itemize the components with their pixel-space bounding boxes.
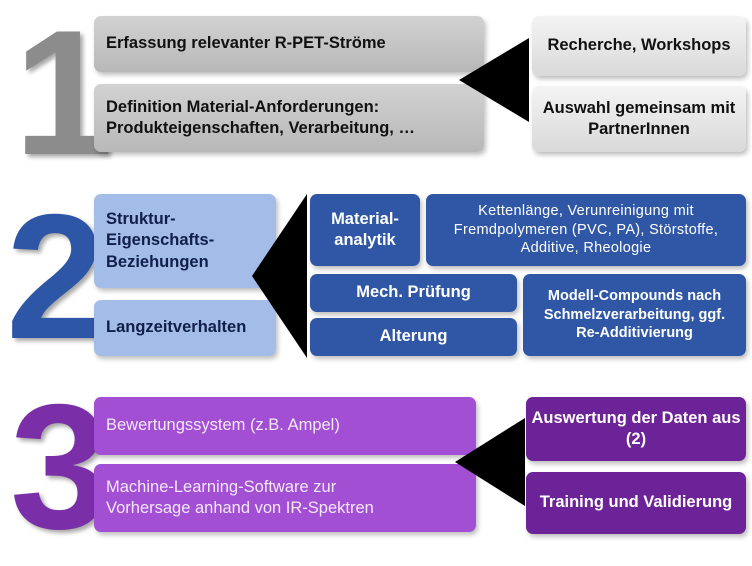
- step1-box-erfassung: Erfassung relevanter R-PET-Ströme: [94, 16, 484, 72]
- step3-arrow: [455, 418, 525, 506]
- step1-box-auswahl: Auswahl gemeinsam mit PartnerInnen: [532, 86, 746, 152]
- step2-box-modell-compounds: Modell-Compounds nach Schmelzverarbeitun…: [523, 274, 746, 356]
- step1-box-definition: Definition Material-Anforderungen: Produ…: [94, 84, 484, 152]
- step2-box-struktur: Struktur-Eigenschafts-Beziehungen: [94, 194, 276, 288]
- step2-arrow: [252, 194, 307, 358]
- step3-box-auswertung: Auswertung der Daten aus (2): [526, 397, 746, 461]
- step2-box-langzeit: Langzeitverhalten: [94, 300, 276, 356]
- step3-box-machine-learning: Machine-Learning-Software zur Vorhersage…: [94, 464, 476, 532]
- step2-box-materialanalytik-detail: Kettenlänge, Verunreinigung mit Fremdpol…: [426, 194, 746, 266]
- step1-box-recherche: Recherche, Workshops: [532, 16, 746, 76]
- step-number-2: 2: [6, 177, 105, 376]
- step2-box-alterung: Alterung: [310, 318, 517, 356]
- step-number-3: 3: [10, 367, 109, 566]
- step3-box-training: Training und Validierung: [526, 472, 746, 534]
- step2-box-mech-pruefung: Mech. Prüfung: [310, 274, 517, 312]
- step2-box-materialanalytik: Material-analytik: [310, 194, 420, 266]
- step3-box-bewertung: Bewertungssystem (z.B. Ampel): [94, 397, 476, 455]
- step1-arrow: [459, 38, 529, 122]
